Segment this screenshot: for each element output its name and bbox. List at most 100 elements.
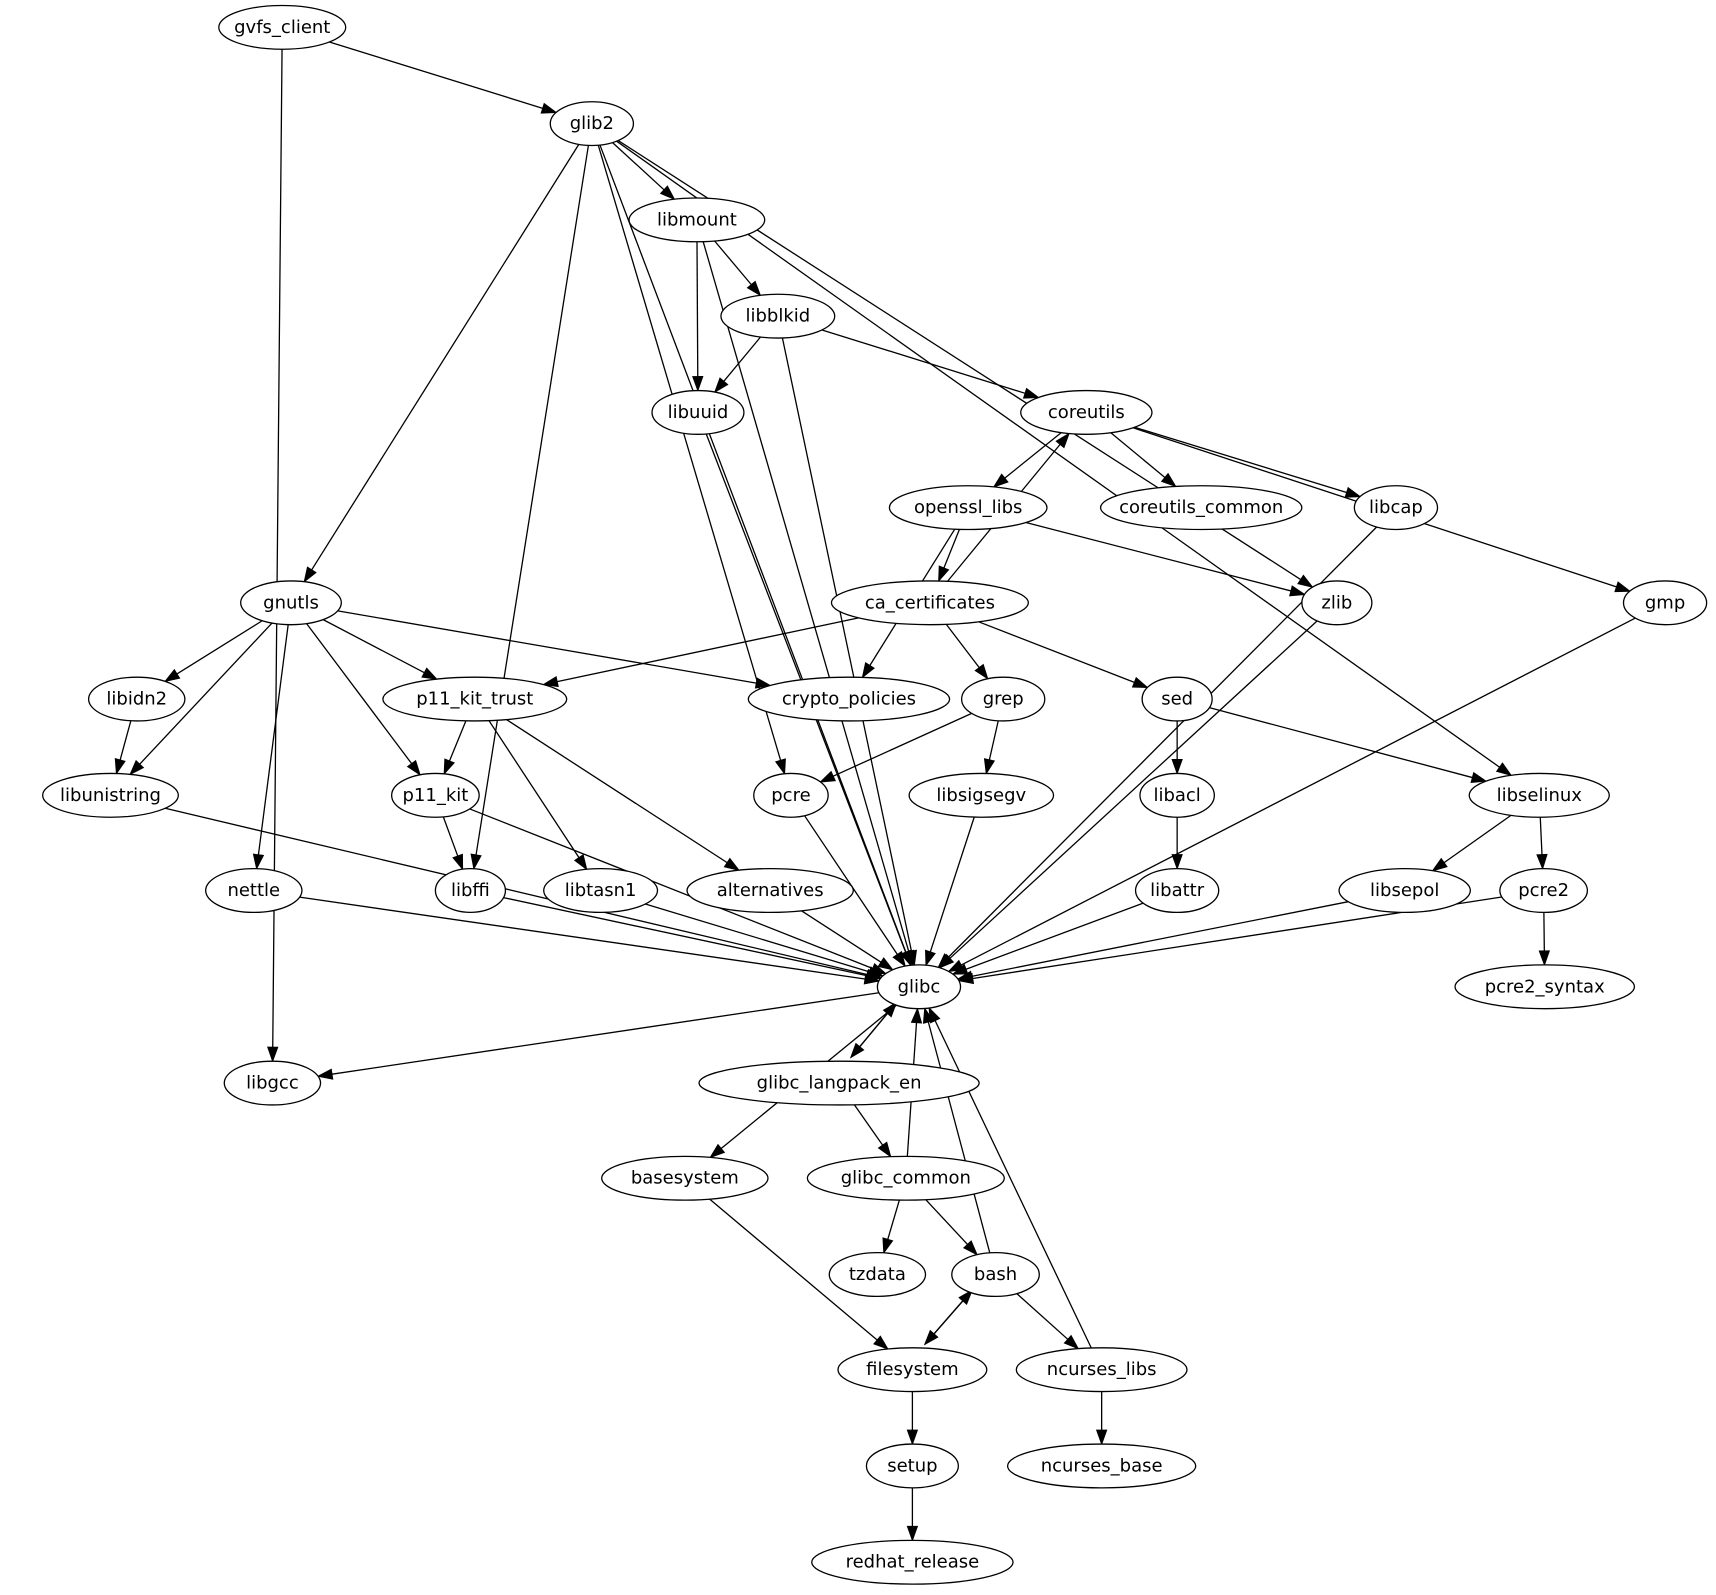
- node-gmp[interactable]: gmp: [1622, 580, 1708, 626]
- edge-libblkid-to-libuuid: [713, 336, 762, 394]
- node-glibc_langpack_en[interactable]: glibc_langpack_en: [698, 1060, 980, 1106]
- arrowhead-icon: [713, 377, 729, 394]
- edge-line: [801, 910, 882, 963]
- node-shape: [1015, 1347, 1188, 1393]
- edge-grep-to-libsigsegv: [983, 720, 999, 775]
- node-glibc[interactable]: glibc: [876, 964, 962, 1010]
- node-label: glibc_langpack_en: [757, 1073, 922, 1094]
- edge-p11_kit-to-libffi: [442, 816, 464, 871]
- edge-libsigsegv-to-glibc: [925, 816, 975, 967]
- node-libcap[interactable]: libcap: [1353, 485, 1439, 531]
- node-libmount[interactable]: libmount: [628, 197, 766, 243]
- edge-alternatives-to-glibc: [801, 910, 894, 971]
- edge-libselinux-to-pcre2: [1536, 817, 1548, 871]
- edge-gnutls-to-p11_kit: [306, 623, 421, 777]
- arrowhead-icon: [882, 1237, 894, 1255]
- node-filesystem[interactable]: filesystem: [837, 1347, 988, 1393]
- edge-libmount-to-libblkid: [714, 240, 762, 297]
- node-label: gnutls: [263, 592, 319, 613]
- node-pcre2_syntax[interactable]: pcre2_syntax: [1454, 964, 1636, 1010]
- edge-ca_certificates-to-grep: [945, 623, 989, 680]
- edge-line: [1004, 432, 1062, 479]
- edge-glibc_common-to-tzdata: [882, 1199, 901, 1255]
- node-pcre2[interactable]: pcre2: [1499, 867, 1589, 914]
- node-gnutls[interactable]: gnutls: [240, 580, 342, 626]
- edge-line: [1539, 817, 1543, 855]
- node-sed[interactable]: sed: [1141, 676, 1213, 722]
- node-shape: [651, 389, 745, 435]
- arrowhead-icon: [906, 1429, 919, 1446]
- edge-libtasn1-to-glibc: [645, 903, 885, 978]
- node-redhat_release[interactable]: redhat_release: [811, 1539, 1014, 1585]
- arrowhead-icon: [1022, 387, 1040, 399]
- node-p11_kit_trust[interactable]: p11_kit_trust: [382, 676, 568, 722]
- node-shape: [720, 293, 836, 339]
- arrowhead-icon: [1055, 432, 1070, 449]
- edge-glib2-to-libmount: [612, 142, 676, 201]
- node-glib2[interactable]: glib2: [549, 101, 635, 147]
- edge-line: [322, 619, 425, 674]
- node-libblkid[interactable]: libblkid: [720, 293, 836, 339]
- node-coreutils[interactable]: coreutils: [1020, 389, 1153, 435]
- edge-p11_kit_trust-to-alternatives: [506, 719, 741, 872]
- arrowhead-icon: [958, 1289, 974, 1305]
- node-shape: [908, 772, 1055, 818]
- node-ncurses_base[interactable]: ncurses_base: [1006, 1443, 1197, 1489]
- node-shape: [830, 580, 1030, 626]
- node-libacl[interactable]: libacl: [1139, 772, 1215, 818]
- node-p11_kit[interactable]: p11_kit: [391, 772, 480, 818]
- node-grep[interactable]: grep: [960, 676, 1046, 722]
- node-libidn2[interactable]: libidn2: [87, 676, 186, 722]
- arrowhead-icon: [754, 677, 772, 689]
- node-shape: [434, 867, 507, 914]
- node-label: openssl_libs: [914, 497, 1022, 518]
- node-pcre[interactable]: pcre: [753, 772, 829, 818]
- node-basesystem[interactable]: basesystem: [601, 1155, 769, 1201]
- arrowhead-icon: [1131, 676, 1149, 689]
- edge-coreutils-to-libcap: [1134, 426, 1362, 498]
- node-tzdata[interactable]: tzdata: [828, 1251, 927, 1298]
- arrowhead-icon: [1297, 574, 1314, 588]
- node-libsepol[interactable]: libsepol: [1338, 867, 1471, 914]
- node-shape: [753, 772, 829, 818]
- arrowhead-icon: [421, 667, 439, 680]
- node-zlib[interactable]: zlib: [1301, 580, 1373, 626]
- node-nettle[interactable]: nettle: [205, 867, 303, 914]
- node-libgcc[interactable]: libgcc: [223, 1060, 322, 1106]
- node-libffi[interactable]: libffi: [434, 867, 507, 914]
- node-glibc_common[interactable]: glibc_common: [806, 1155, 1005, 1201]
- edge-openssl_libs-to-zlib: [1025, 521, 1306, 597]
- node-libselinux[interactable]: libselinux: [1468, 772, 1610, 818]
- node-alternatives[interactable]: alternatives: [686, 867, 854, 914]
- edge-line: [165, 807, 868, 976]
- arrowhead-icon: [906, 1525, 919, 1542]
- node-label: libgcc: [246, 1073, 299, 1094]
- node-libsigsegv[interactable]: libsigsegv: [908, 772, 1055, 818]
- arrowhead-icon: [1063, 1334, 1080, 1350]
- edge-line: [965, 902, 1144, 970]
- node-openssl_libs[interactable]: openssl_libs: [888, 485, 1048, 531]
- edge-libffi-to-glibc: [503, 896, 882, 982]
- arrowhead-icon: [925, 949, 936, 967]
- node-libunistring[interactable]: libunistring: [42, 772, 179, 818]
- node-shape: [628, 197, 766, 243]
- node-bash[interactable]: bash: [951, 1251, 1040, 1298]
- node-ca_certificates[interactable]: ca_certificates: [830, 580, 1030, 626]
- node-ncurses_libs[interactable]: ncurses_libs: [1015, 1347, 1188, 1393]
- node-setup[interactable]: setup: [865, 1443, 959, 1489]
- node-libuuid[interactable]: libuuid: [651, 389, 745, 435]
- node-coreutils_common[interactable]: coreutils_common: [1099, 485, 1303, 531]
- node-label: glib2: [570, 113, 614, 134]
- node-shape: [865, 1443, 959, 1489]
- node-gvfs_client[interactable]: gvfs_client: [218, 4, 347, 50]
- node-label: libtasn1: [565, 880, 637, 901]
- edge-line: [331, 992, 880, 1075]
- node-shape: [549, 101, 635, 147]
- node-libtasn1[interactable]: libtasn1: [543, 867, 659, 914]
- node-shape: [828, 1251, 927, 1298]
- arrowhead-icon: [709, 1143, 726, 1159]
- node-crypto_policies[interactable]: crypto_policies: [747, 676, 951, 722]
- node-libattr[interactable]: libattr: [1134, 867, 1220, 914]
- node-shape: [218, 4, 347, 50]
